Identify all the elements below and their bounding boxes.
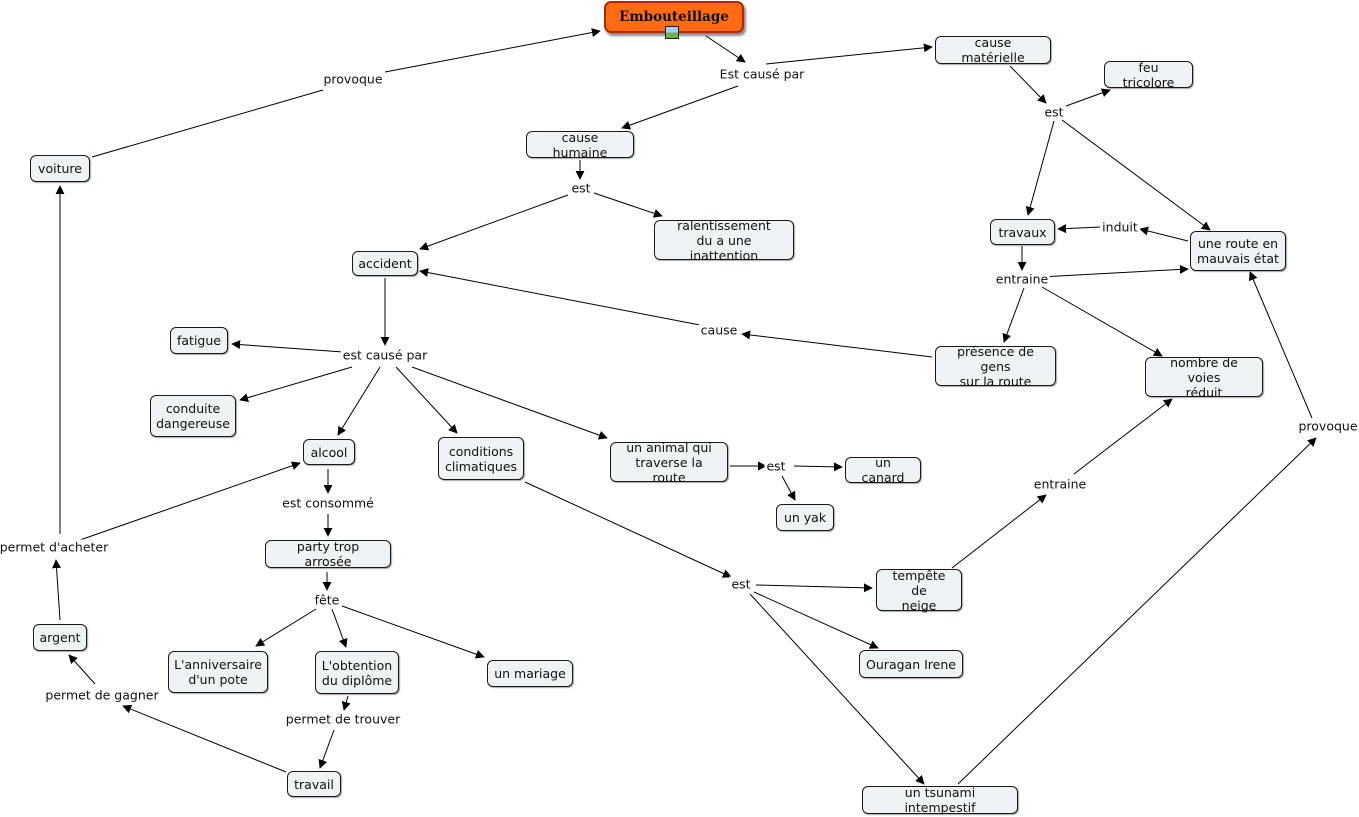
concept-canard[interactable]: un canard [845, 455, 921, 485]
connector-line [1039, 264, 1189, 278]
connector-line [419, 194, 569, 251]
connector-line [781, 475, 796, 501]
concept-route-mauvais-etat[interactable]: une route en mauvais état [1190, 231, 1286, 271]
connector-line [1249, 271, 1313, 419]
connector-line [419, 268, 701, 326]
concept-tsunami[interactable]: un tsunami intempestif [862, 785, 1018, 815]
link-label-est-cause-par[interactable]: est causé par [340, 347, 430, 363]
concept-travail[interactable]: travail [287, 771, 341, 797]
link-label-entraine[interactable]: entraine [1031, 476, 1089, 492]
connector-line [957, 437, 1317, 785]
concept-nombre-voies[interactable]: nombre de voies réduit [1145, 355, 1263, 400]
concept-cause-humaine[interactable]: cause humaine [526, 130, 634, 160]
link-label-est[interactable]: est [729, 576, 753, 592]
connector-line [1073, 398, 1173, 475]
connector-line [1061, 119, 1211, 231]
concept-voiture[interactable]: voiture [30, 155, 90, 182]
connector-line [755, 583, 873, 593]
connector-line [231, 340, 344, 353]
connector-line [239, 366, 353, 403]
link-label-provoque[interactable]: provoque [1296, 418, 1359, 434]
connector-line [524, 481, 732, 578]
concept-fatigue[interactable]: fatigue [170, 327, 228, 354]
link-label-permet-acheter[interactable]: permet d'acheter [0, 539, 111, 555]
link-label-provoque[interactable]: provoque [321, 71, 385, 87]
concept-alcool[interactable]: alcool [303, 439, 355, 465]
link-label-fete[interactable]: fête [312, 592, 342, 608]
connector-line [331, 608, 348, 648]
connector-line [341, 695, 351, 711]
concept-feu-tricolore[interactable]: feu tricolore [1104, 60, 1193, 90]
connector-line [741, 330, 933, 358]
connector-line [793, 462, 843, 472]
link-label-induit[interactable]: induit [1100, 219, 1140, 235]
connector-line [951, 494, 1047, 569]
concept-cause-materielle[interactable]: cause matérielle [935, 35, 1051, 65]
link-label-est[interactable]: est [1042, 104, 1066, 120]
concept-ouragan[interactable]: Ouragan Irene [859, 650, 963, 678]
concept-conditions-climatiques[interactable]: conditions climatiques [438, 437, 524, 480]
connector-line [753, 591, 879, 649]
connector-line [621, 85, 739, 130]
connector-line [79, 461, 301, 541]
connector-line [1139, 226, 1189, 242]
connector-line [395, 366, 458, 434]
connector-line [1002, 287, 1025, 343]
concept-anniversaire[interactable]: L'anniversaire d'un pote [168, 651, 268, 693]
connector-line [1065, 88, 1111, 107]
connector-line [1057, 224, 1101, 234]
connector-line [749, 593, 925, 785]
link-label-permet-trouver[interactable]: permet de trouver [283, 711, 403, 727]
concept-tempete[interactable]: tempête de neige [876, 568, 962, 613]
link-label-est-consomme[interactable]: est consommé [280, 495, 376, 511]
connector-line [52, 559, 62, 621]
concept-conduite-dangereuse[interactable]: conduite dangereuse [150, 395, 236, 437]
connector-line [1009, 65, 1047, 104]
connector-line [318, 729, 335, 769]
connector-line [765, 43, 933, 65]
connector-line [341, 605, 485, 659]
connector-line [122, 704, 287, 773]
connector-line [1041, 286, 1163, 357]
concept-yak[interactable]: un yak [776, 504, 834, 531]
concept-argent[interactable]: argent [33, 624, 87, 651]
concept-accident[interactable]: accident [352, 251, 418, 276]
connector-line [255, 608, 317, 647]
connector-line [68, 654, 96, 685]
connector-line [705, 35, 746, 63]
connector-line [1025, 120, 1055, 216]
connector-line [91, 89, 324, 158]
link-label-est[interactable]: est [569, 180, 593, 196]
link-label-cause[interactable]: cause [698, 322, 740, 338]
concept-animal[interactable]: un animal qui traverse la route [610, 440, 728, 485]
concept-diplome[interactable]: L'obtention du diplôme [315, 651, 399, 694]
concept-ralentissement[interactable]: ralentissement du a une inattention [654, 218, 794, 263]
link-label-permet-gagner[interactable]: permet de gagner [43, 687, 161, 703]
concept-mariage[interactable]: un mariage [487, 660, 573, 687]
concept-presence-gens[interactable]: présence de gens sur la route [935, 344, 1056, 389]
concept-party[interactable]: party trop arrosée [265, 539, 391, 569]
link-label-entraine[interactable]: entraine [993, 271, 1051, 287]
connector-line [384, 28, 601, 73]
link-label-est-cause-par[interactable]: Est causé par [717, 66, 807, 82]
connector-line [337, 366, 381, 436]
link-label-est[interactable]: est [764, 458, 788, 474]
concept-travaux[interactable]: travaux [990, 219, 1055, 245]
image-icon[interactable] [665, 26, 679, 39]
connector-line [593, 192, 663, 218]
connector-line [411, 366, 608, 440]
